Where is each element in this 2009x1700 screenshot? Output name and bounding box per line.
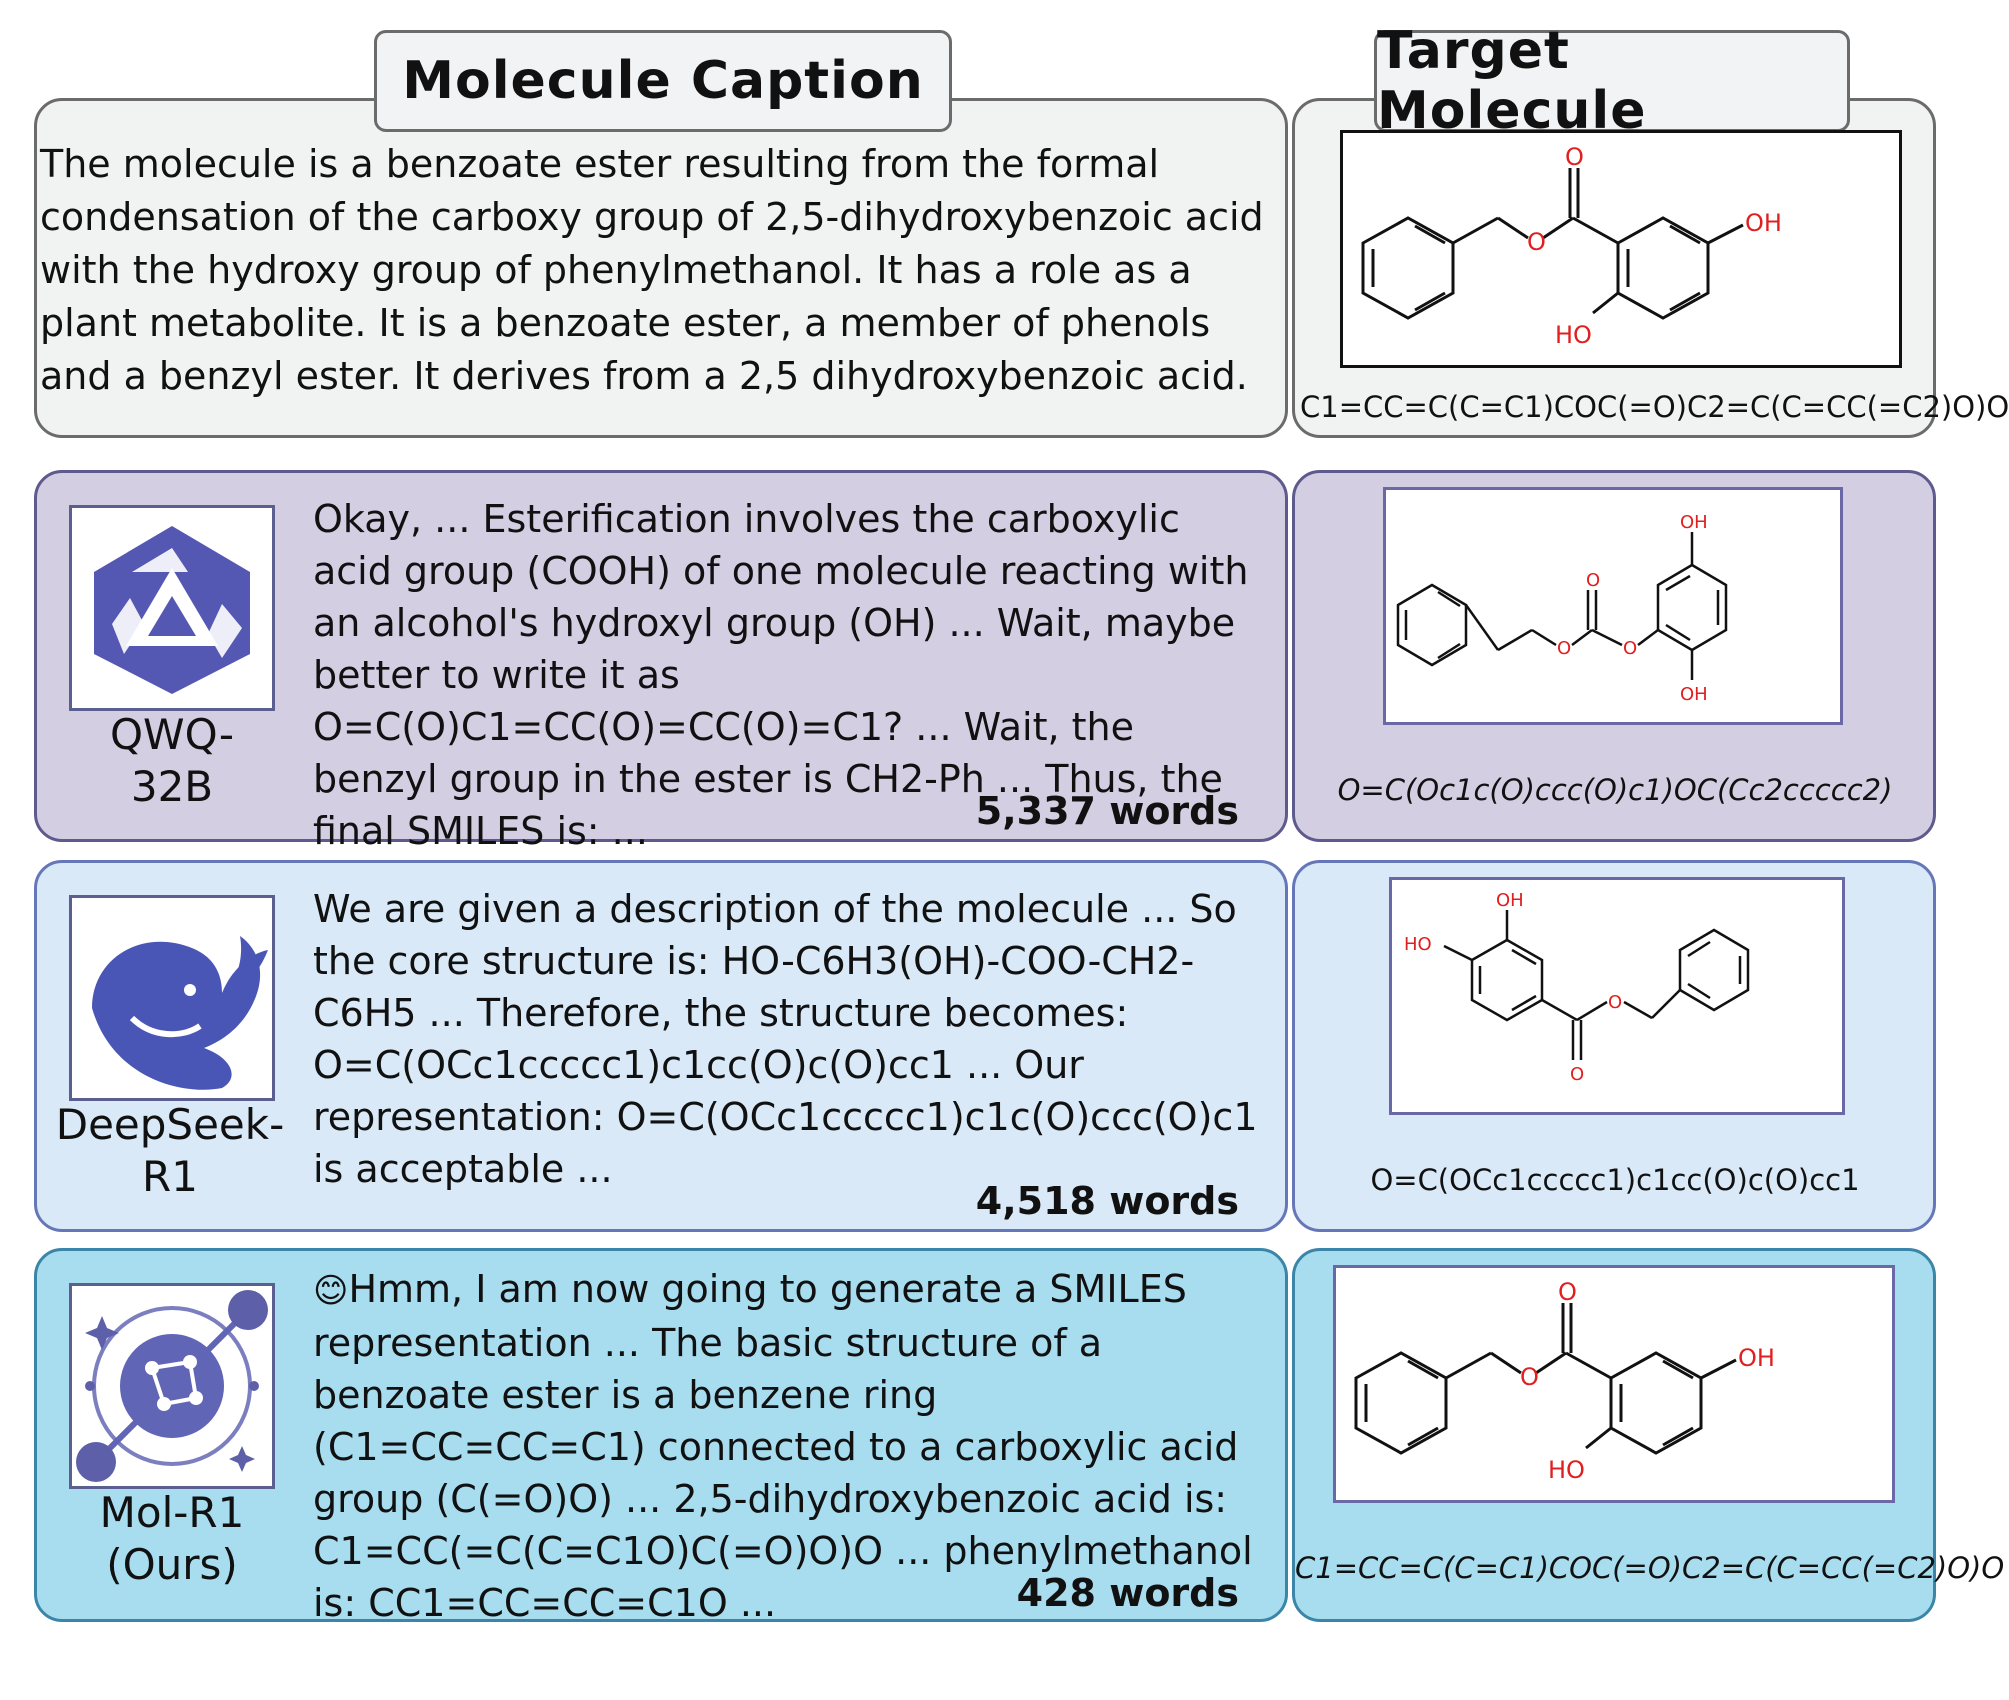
qwq-molecule-panel: OH OH O O O O=C(Oc1c(O)ccc(O)c1)OC(Cc2cc… bbox=[1292, 470, 1936, 842]
smile-emoji-icon: 😊 bbox=[313, 1271, 349, 1311]
molr1-carbonyl-oxygen-label: O bbox=[1558, 1278, 1577, 1306]
deepseek-logo bbox=[69, 895, 275, 1101]
qwen-logo-icon bbox=[94, 526, 250, 694]
target-title: Target Molecule bbox=[1374, 21, 1850, 141]
qwq-name-line1: QWQ- bbox=[110, 710, 234, 759]
molr1-reasoning-text: Hmm, I am now going to generate a SMILES… bbox=[313, 1267, 1253, 1625]
target-smiles: C1=CC=C(C=C1)COC(=O)C2=C(C=CC(=C2)O)O bbox=[1300, 390, 2009, 424]
deepseek-word-count: 4,518 words bbox=[975, 1179, 1239, 1223]
target-ring-oxygen-label: O bbox=[1527, 228, 1546, 256]
deepseek-hydroxyl-left-label: HO bbox=[1404, 934, 1432, 955]
molr1-molecule-structure: O O OH HO bbox=[1354, 1278, 1775, 1484]
deepseek-molecule-structure: OH HO O O bbox=[1404, 890, 1750, 1085]
qwq-word-count: 5,337 words bbox=[975, 789, 1239, 833]
qwq-reasoning-text: Okay, ... Esterification involves the ca… bbox=[313, 497, 1249, 853]
qwq-molecule-structure: OH OH O O O bbox=[1396, 512, 1728, 705]
deepseek-ring-oxygen-label: O bbox=[1608, 992, 1622, 1013]
deepseek-reasoning-text: We are given a description of the molecu… bbox=[313, 887, 1258, 1191]
target-carbonyl-oxygen-label: O bbox=[1565, 143, 1584, 171]
target-hydroxyl-label: OH bbox=[1745, 209, 1782, 237]
qwq-smiles: O=C(Oc1c(O)ccc(O)c1)OC(Cc2ccccc2) bbox=[1337, 773, 1893, 807]
mol-r1-logo-icon bbox=[76, 1290, 268, 1482]
molr1-reasoning-block: 😊Hmm, I am now going to generate a SMILE… bbox=[313, 1263, 1263, 1629]
qwen-logo bbox=[69, 505, 275, 711]
deepseek-reasoning-panel: DeepSeek- R1 We are given a description … bbox=[34, 860, 1288, 1232]
molr1-molecule-panel: O O OH HO C1=CC=C(C=C1)COC(=O)C2=C(C=CC(… bbox=[1292, 1248, 2005, 1622]
deepseek-model-name: DeepSeek- R1 bbox=[35, 1099, 305, 1203]
deepseek-smiles: O=C(OCc1ccccc1)c1cc(O)c(O)cc1 bbox=[1370, 1163, 1860, 1197]
molr1-molecule-frame: O O OH HO bbox=[1333, 1265, 1895, 1503]
molr1-name-line1: Mol-R1 bbox=[99, 1488, 245, 1537]
caption-text: The molecule is a benzoate ester resulti… bbox=[40, 142, 1264, 398]
whale-logo-icon bbox=[92, 936, 268, 1090]
caption-title: Molecule Caption bbox=[374, 30, 952, 132]
target-hydroxyl-label-bottom: HO bbox=[1555, 321, 1592, 349]
deepseek-carbonyl-oxygen-label: O bbox=[1570, 1064, 1584, 1085]
qwq-molecule-frame: OH OH O O O bbox=[1383, 487, 1843, 725]
caption-panel bbox=[34, 98, 1288, 438]
molr1-model-name: Mol-R1 (Ours) bbox=[37, 1487, 307, 1591]
qwq-name-line2: 32B bbox=[130, 762, 214, 811]
qwq-reasoning-panel: QWQ- 32B Okay, ... Esterification involv… bbox=[34, 470, 1288, 853]
qwq-oxygen-label-3: O bbox=[1623, 638, 1637, 659]
deepseek-hydroxyl-top-label: OH bbox=[1496, 890, 1524, 911]
deepseek-molecule-frame: OH HO O O bbox=[1389, 877, 1845, 1115]
molr1-hydroxyl-label: OH bbox=[1738, 1344, 1775, 1372]
deepseek-name-line2: R1 bbox=[142, 1152, 198, 1201]
qwq-oxygen-label-1: O bbox=[1557, 638, 1571, 659]
qwq-hydroxyl-bottom-label: OH bbox=[1680, 684, 1708, 705]
molr1-word-count: 428 words bbox=[1016, 1571, 1239, 1615]
molr1-hydroxyl-label-bottom: HO bbox=[1548, 1456, 1585, 1484]
molr1-ring-oxygen-label: O bbox=[1520, 1363, 1539, 1391]
molr1-name-line2: (Ours) bbox=[106, 1540, 238, 1589]
target-molecule-structure: O O OH HO bbox=[1361, 143, 1782, 349]
target-molecule-frame: O O OH HO bbox=[1340, 130, 1902, 368]
qwq-hydroxyl-top-label: OH bbox=[1680, 512, 1708, 533]
qwq-oxygen-label-2: O bbox=[1586, 570, 1600, 591]
deepseek-name-line1: DeepSeek- bbox=[55, 1100, 285, 1149]
molr1-reasoning-panel: Mol-R1 (Ours) 😊Hmm, I am now going to ge… bbox=[34, 1248, 1288, 1625]
deepseek-molecule-panel: OH HO O O O=C(OCc1ccccc1)c1cc(O)c(O)cc1 bbox=[1292, 860, 1936, 1232]
molr1-smiles: C1=CC=C(C=C1)COC(=O)C2=C(C=CC(=C2)O)O bbox=[1295, 1551, 2005, 1585]
qwq-model-name: QWQ- 32B bbox=[37, 709, 307, 813]
molr1-logo bbox=[69, 1283, 275, 1489]
